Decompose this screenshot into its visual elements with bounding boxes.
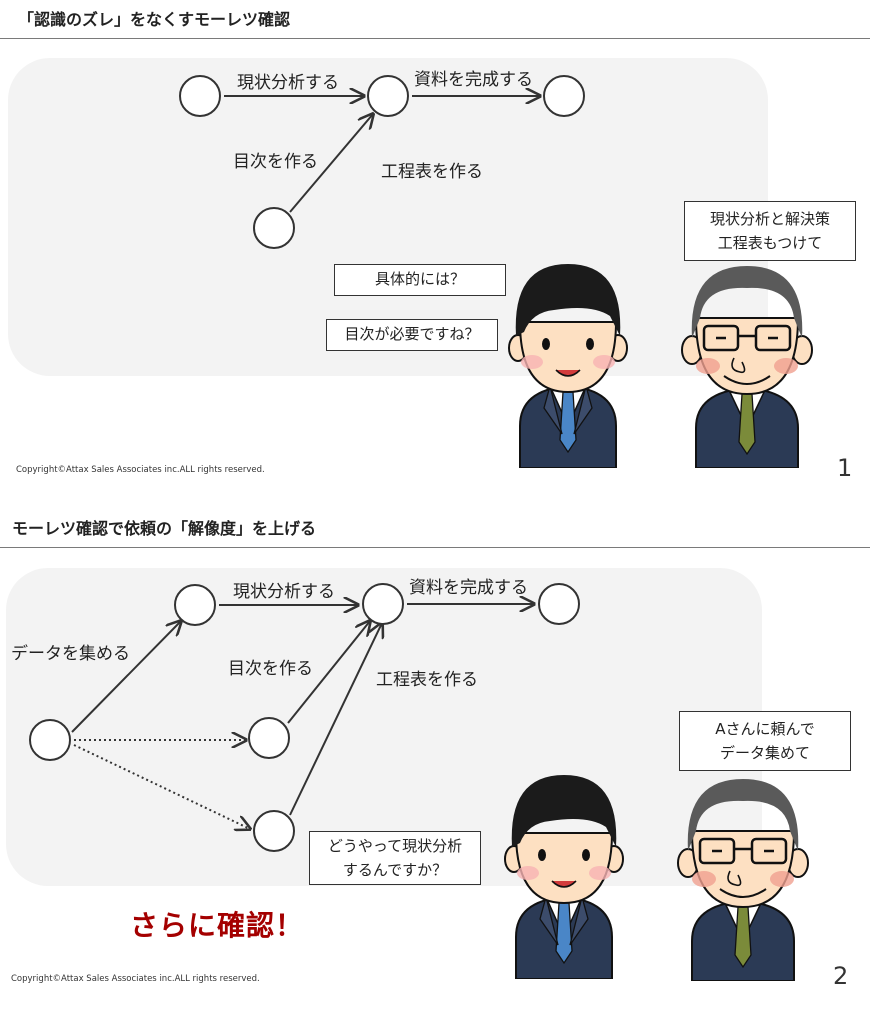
- edge-schedule: [289, 623, 382, 816]
- node-end: [538, 583, 580, 625]
- edge-collect: [71, 621, 181, 733]
- speech-bubble-boss: 現状分析と解決策 工程表もつけて: [684, 201, 856, 261]
- slide-1-arrows: [224, 0, 870, 213]
- slide-1-title-rule: [0, 38, 870, 39]
- node-middle: [362, 583, 404, 625]
- slide-2-title: モーレツ確認で依頼の「解像度」を上げる: [12, 519, 317, 538]
- slide-1: 「認識のズレ」をなくすモーレツ確認 現状分析する 資料を完成する 目次を作る 工…: [0, 0, 870, 482]
- bubble-line: 現状分析と解決策: [709, 210, 830, 228]
- label-make-docs: 資料を完成する: [414, 70, 533, 90]
- copyright: Copyright©Attax Sales Associates inc.ALL…: [11, 974, 260, 984]
- node-middle: [367, 75, 409, 117]
- slide-2-title-rule: [0, 547, 870, 548]
- label-make-docs: 資料を完成する: [409, 578, 528, 598]
- node-start: [179, 75, 221, 117]
- speech-bubble-question-2: 目次が必要ですね？: [326, 319, 498, 351]
- node-toc: [253, 207, 295, 249]
- young-man-illustration: [504, 775, 624, 979]
- bubble-line: データ集めて: [719, 744, 810, 762]
- bubble-line: Aさんに頼んで: [715, 720, 815, 738]
- node-toc: [248, 717, 290, 759]
- page-number: 1: [837, 454, 853, 482]
- bubble-line: どうやって現状分析: [327, 837, 463, 855]
- older-man-illustration: [681, 266, 813, 468]
- label-analyze: 現状分析する: [233, 582, 335, 602]
- label-schedule: 工程表を作る: [376, 670, 478, 690]
- node-schedule: [253, 810, 295, 852]
- slide-2-arrows: [71, 509, 870, 1018]
- speech-bubble-question: どうやって現状分析 するんですか？: [309, 831, 481, 885]
- older-man-illustration: [677, 779, 809, 981]
- node-origin: [29, 719, 71, 761]
- label-toc: 目次を作る: [233, 152, 318, 172]
- young-man-illustration: [508, 264, 628, 468]
- node-end: [543, 75, 585, 117]
- label-analyze: 現状分析する: [237, 73, 339, 93]
- accent-confirm-again: さらに確認！: [130, 909, 305, 942]
- copyright: Copyright©Attax Sales Associates inc.ALL…: [16, 465, 265, 475]
- slide-1-title: 「認識のズレ」をなくすモーレツ確認: [18, 10, 291, 29]
- speech-bubble-question-1: 具体的には？: [334, 264, 506, 296]
- edge-toc: [289, 114, 373, 213]
- edge-dotted-2: [73, 744, 250, 829]
- label-collect: データを集める: [11, 644, 130, 664]
- page-number: 2: [833, 962, 849, 990]
- bubble-line: するんですか？: [342, 861, 448, 879]
- label-toc: 目次を作る: [228, 659, 313, 679]
- slide-2: モーレツ確認で依頼の「解像度」を上げる 現状分析する 資料を完成する データを集…: [0, 509, 870, 1018]
- bubble-line: 工程表もつけて: [717, 234, 823, 252]
- edge-toc: [287, 621, 370, 724]
- speech-bubble-boss: Aさんに頼んで データ集めて: [679, 711, 851, 771]
- node-analyze-start: [174, 584, 216, 626]
- label-schedule: 工程表を作る: [381, 162, 483, 182]
